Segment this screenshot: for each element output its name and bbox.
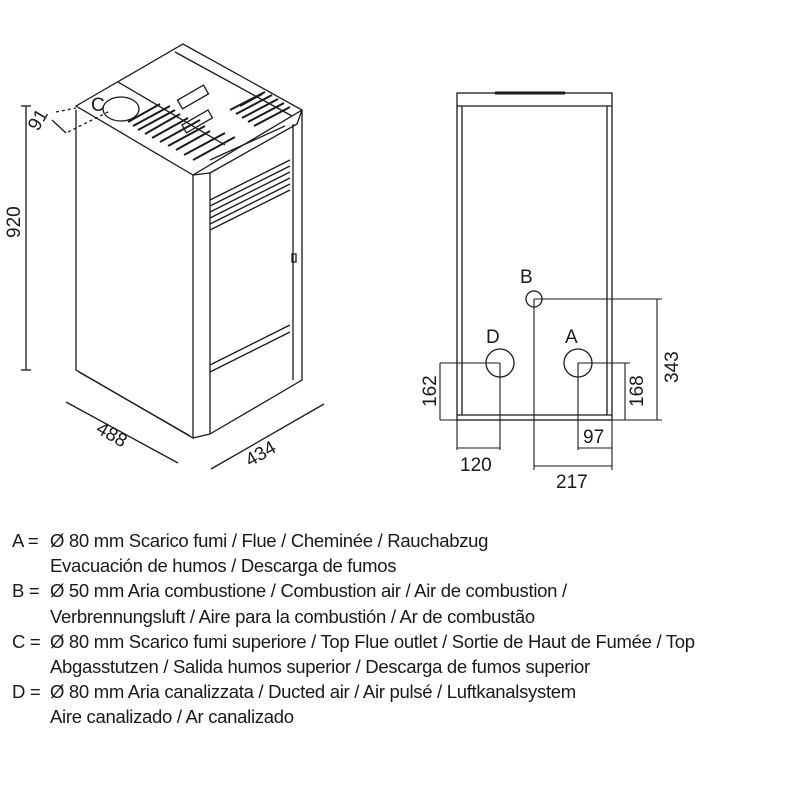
dim-d-offset: 120 <box>460 455 492 476</box>
legend-text: Verbrennungsluft / Aire para la combusti… <box>50 605 535 627</box>
label-c: C <box>91 95 105 116</box>
dim-line-depth <box>65 401 179 464</box>
top-hatch <box>176 84 210 110</box>
legend-text: Evacuación de humos / Descarga de fumos <box>50 555 397 577</box>
plinth-line <box>78 371 191 437</box>
dim-d-height: 162 <box>420 375 441 407</box>
legend-text: Ø 80 mm Scarico fumi superiore / Top Flu… <box>50 630 695 652</box>
technical-drawing: C 920 91 488 434 B D A 162 168 <box>4 43 683 493</box>
dim-line-width <box>210 403 325 470</box>
stove-front-face <box>192 172 211 439</box>
dim-width: 434 <box>242 437 280 471</box>
flue-c-circle <box>102 96 140 122</box>
control-panel <box>181 109 214 134</box>
legend-text: Abgasstutzen / Salida humos superior / D… <box>50 656 590 678</box>
label-b: B <box>520 267 533 288</box>
legend-text: Ø 80 mm Scarico fumi / Flue / Cheminée /… <box>50 530 489 551</box>
label-d: D <box>486 327 500 348</box>
stove-left-side <box>75 110 194 440</box>
legend-item-c: C = Ø 80 mm Scarico fumi superiore / Top … <box>12 629 800 679</box>
legend-text: Ø 80 mm Aria canalizzata / Ducted air / … <box>50 681 576 703</box>
stove-isometric-view: C 920 91 488 434 <box>4 43 325 471</box>
door-handle <box>291 253 297 263</box>
legend-text: Aire canalizado / Ar canalizado <box>50 706 294 728</box>
dim-depth: 488 <box>93 418 131 452</box>
door-bottom <box>209 324 291 366</box>
stove-rear-view: B D A 162 168 343 120 97 217 <box>420 91 683 493</box>
legend-key: B = <box>12 580 40 602</box>
legend: A = Ø 80 mm Scarico fumi / Flue / Cheminé… <box>12 528 800 730</box>
dim-b-height: 343 <box>662 351 683 383</box>
legend-key: D = <box>12 681 41 703</box>
dim-b-offset: 217 <box>556 472 588 493</box>
legend-key: A = <box>12 530 39 551</box>
top-panel-line <box>117 81 226 146</box>
top-panel-line <box>174 51 293 117</box>
top-grille <box>127 91 291 161</box>
dim-a-offset: 97 <box>583 427 604 448</box>
dim-flue-offset: 91 <box>24 106 53 135</box>
dim-height: 920 <box>4 206 25 238</box>
dim-a-height: 168 <box>627 375 648 407</box>
legend-item-b: B = Ø 50 mm Aria combustione / Combustion… <box>12 578 800 628</box>
legend-text: Ø 50 mm Aria combustione / Combustion ai… <box>50 580 567 602</box>
label-a: A <box>565 327 578 348</box>
legend-item-d: D = Ø 80 mm Aria canalizzata / Ducted air… <box>12 679 800 729</box>
ashpan-top <box>209 331 291 373</box>
dim-line-flue <box>51 119 67 134</box>
stove-top <box>74 43 304 176</box>
stove-front <box>209 109 303 435</box>
front-louvres <box>209 125 291 231</box>
legend-item-a: A = Ø 80 mm Scarico fumi / Flue / Cheminé… <box>12 528 800 578</box>
rear-dimension-lines <box>439 298 662 470</box>
legend-key: C = <box>12 630 41 652</box>
